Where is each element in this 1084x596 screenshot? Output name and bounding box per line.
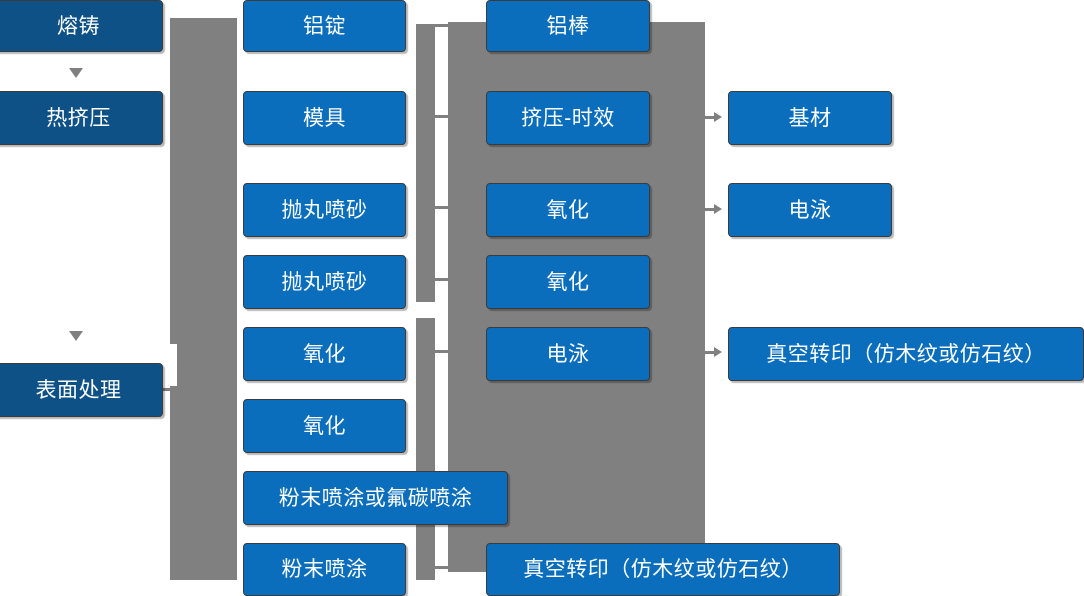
node-label: 氧化	[546, 198, 590, 222]
treatment-box-vacuum-transfer-print[interactable]: 真空转印（仿木纹或仿石纹）	[486, 543, 840, 596]
node-label: 氧化	[303, 414, 346, 438]
output-box-vacuum-transfer-print[interactable]: 真空转印（仿木纹或仿石纹）	[728, 327, 1084, 381]
stage-box-hot-extrusion[interactable]: 热挤压	[0, 91, 163, 145]
connector-rung-5	[434, 350, 450, 353]
node-label: 抛丸喷砂	[281, 270, 368, 294]
arrow-to-substep-1	[226, 19, 237, 33]
node-label: 热挤压	[46, 106, 111, 130]
connector-trunk-left	[170, 18, 237, 580]
node-label: 挤压-时效	[521, 106, 615, 130]
node-label: 基材	[788, 106, 832, 130]
treatment-box-oxidation-2[interactable]: 氧化	[486, 255, 650, 309]
node-label: 真空转印（仿木纹或仿石纹）	[523, 558, 803, 581]
connector-arrow-down-stage2	[69, 331, 83, 341]
arrow-stem-output-2	[705, 208, 717, 211]
node-label: 表面处理	[35, 378, 122, 402]
node-label: 电泳	[788, 198, 832, 222]
stage-box-melting-casting[interactable]: 熔铸	[0, 0, 163, 52]
node-label: 熔铸	[57, 14, 100, 38]
arrow-to-substep-8	[226, 563, 237, 577]
substep-box-shot-blasting-1[interactable]: 抛丸喷砂	[243, 183, 406, 237]
node-label: 模具	[303, 106, 346, 130]
connector-bar-mid-upper	[416, 24, 435, 302]
connector-rung-6	[434, 566, 450, 569]
node-label: 氧化	[546, 270, 590, 294]
node-label: 铝锭	[303, 14, 346, 38]
output-box-base-material[interactable]: 基材	[728, 91, 892, 145]
connector-notch-mask	[163, 344, 177, 386]
arrow-to-substep-3	[226, 188, 237, 202]
arrow-to-substep-6	[226, 383, 237, 397]
treatment-box-electrophoresis[interactable]: 电泳	[486, 327, 650, 381]
substep-box-shot-blasting-2[interactable]: 抛丸喷砂	[243, 255, 406, 309]
arrow-stem-output-3	[705, 351, 717, 354]
substep-box-powder-coating[interactable]: 粉末喷涂	[243, 543, 406, 596]
connector-rung-1	[434, 24, 450, 27]
treatment-box-extrusion-aging[interactable]: 挤压-时效	[486, 91, 650, 145]
arrow-to-output-1	[714, 112, 722, 122]
connector-rung-4	[434, 278, 450, 281]
substep-box-mold[interactable]: 模具	[243, 91, 406, 145]
substep-box-powder-or-fluorocarbon-coating[interactable]: 粉末喷涂或氟碳喷涂	[243, 471, 508, 525]
arrow-to-substep-5	[226, 318, 237, 332]
arrow-stem-output-1	[705, 116, 717, 119]
node-label: 粉末喷涂或氟碳喷涂	[278, 486, 473, 510]
arrow-to-substep-4	[226, 253, 237, 267]
arrow-to-output-3	[714, 347, 722, 357]
substep-box-oxidation-2[interactable]: 氧化	[243, 399, 406, 453]
stage-box-surface-treatment[interactable]: 表面处理	[0, 363, 163, 417]
connector-bar-mid-lower	[416, 318, 435, 580]
node-label: 电泳	[546, 342, 590, 366]
connector-rung-3	[434, 206, 450, 209]
arrow-to-substep-7	[226, 448, 237, 462]
treatment-box-oxidation-1[interactable]: 氧化	[486, 183, 650, 237]
substep-box-oxidation-1[interactable]: 氧化	[243, 327, 406, 381]
connector-arrow-down-stage1	[69, 68, 83, 78]
node-label: 真空转印（仿木纹或仿石纹）	[766, 342, 1046, 366]
output-box-electrophoresis[interactable]: 电泳	[728, 183, 892, 237]
connector-line-surface-treatment	[163, 388, 183, 391]
node-label: 氧化	[303, 342, 346, 366]
node-label: 铝棒	[546, 14, 590, 38]
arrow-to-substep-2	[226, 103, 237, 117]
substep-box-aluminum-ingot[interactable]: 铝锭	[243, 0, 406, 52]
connector-rung-2	[434, 115, 450, 118]
node-label: 抛丸喷砂	[281, 198, 368, 222]
arrow-to-output-2	[714, 204, 722, 214]
node-label: 粉末喷涂	[281, 558, 368, 581]
treatment-box-aluminum-bar[interactable]: 铝棒	[486, 0, 650, 52]
